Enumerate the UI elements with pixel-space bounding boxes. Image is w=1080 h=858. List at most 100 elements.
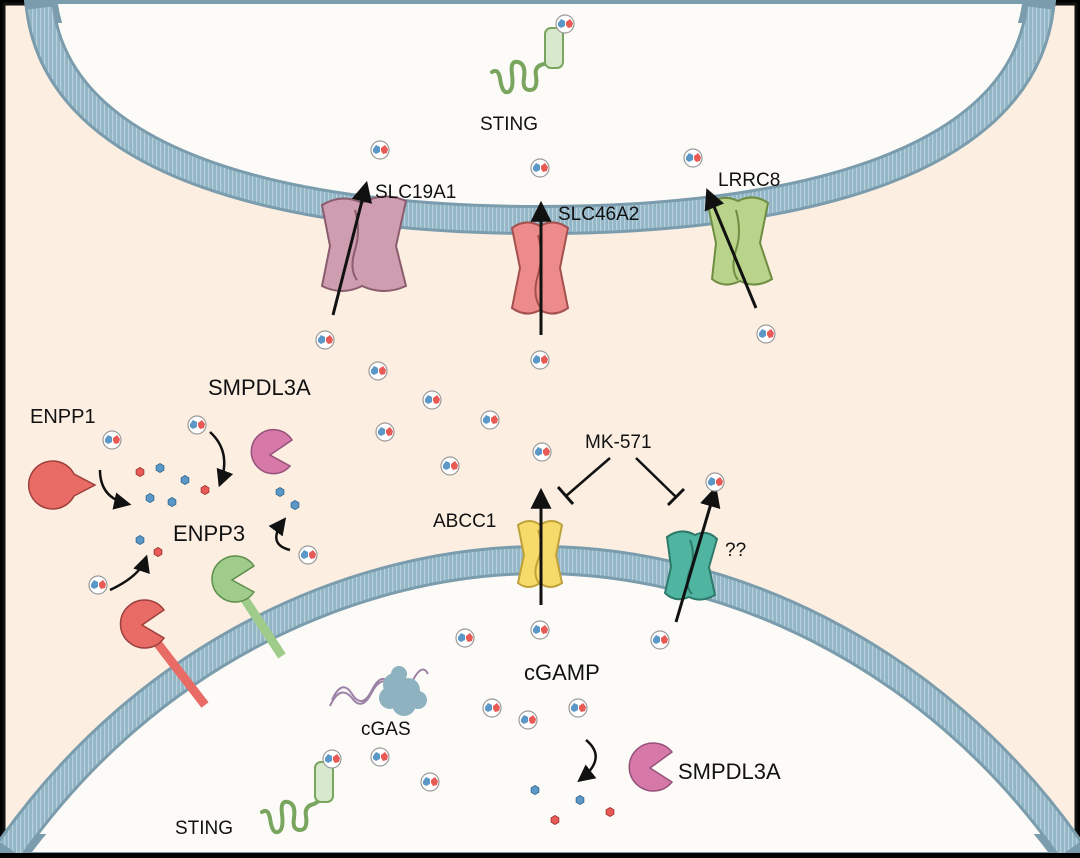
sting-top-tail-icon (490, 56, 556, 95)
cgamp-molecule-icon (482, 698, 502, 718)
smpdl3a-top-curve-arrow-icon (209, 431, 234, 488)
cgamp-molecule-icon (650, 630, 670, 650)
slc19a1-arrow-icon (331, 180, 373, 316)
smpdl3a-bottom-label: SMPDL3A (678, 759, 781, 784)
cgamp-molecule-icon (187, 415, 207, 435)
guanine-fragment-icon (550, 815, 560, 825)
cgamp-molecule-icon (705, 472, 725, 492)
cgamp-molecule-icon (422, 390, 442, 410)
cgamp-molecule-icon (375, 422, 395, 442)
cgamp-molecule-icon (102, 430, 122, 450)
guanine-fragment-icon (200, 485, 210, 495)
mk571-inhibitor: MK-571 (556, 432, 686, 507)
lrrc8-transporter: LRRC8 (704, 170, 780, 309)
sting-bottom: STING (175, 749, 342, 839)
enpp1-label: ENPP1 (30, 406, 96, 428)
mk571-inhibition-line-left (565, 457, 611, 497)
adenine-fragment-icon (290, 500, 300, 510)
lrrc8-pore (732, 209, 740, 281)
adenine-fragment-icon (155, 463, 165, 473)
cgamp-molecule-icon (568, 698, 588, 718)
transporter-channel-icon (320, 195, 408, 292)
smpdl3a-top-enzyme: SMPDL3A (208, 375, 311, 488)
bottom-cell-interior (32, 582, 1048, 852)
cgamp-molecule-icon (368, 361, 388, 381)
slc19a1-label: SLC19A1 (375, 182, 456, 203)
slc19a1-transporter: SLC19A1 (320, 180, 456, 316)
adenine-fragment-icon (575, 795, 585, 805)
top-cell-interior (58, 4, 1022, 198)
adenine-fragment-icon (180, 475, 190, 485)
unknown-transporter-arrow-icon (674, 485, 721, 623)
enzyme-pacman-icon (628, 742, 674, 792)
cgamp-molecule-icon (530, 158, 550, 178)
cgamp-molecule-icon (322, 749, 342, 769)
enzyme-pacman-icon (211, 555, 256, 603)
top-cell (23, 0, 1057, 236)
cgamp-molecule-icon (518, 710, 538, 730)
abcc1-transporter: ABCC1 (433, 487, 564, 605)
cgamp-fragments (135, 463, 615, 825)
cgamp-molecule-icon (756, 324, 776, 344)
cgamp-label: cGAMP (524, 660, 600, 685)
slc46a2-label: SLC46A2 (558, 204, 639, 225)
adenine-fragment-icon (275, 487, 285, 497)
transporter-channel-icon (706, 196, 774, 286)
smpdl3a-bottom-curve-arrow-icon (577, 739, 597, 783)
enpp3-stalk (236, 589, 286, 659)
cgamp-molecule-icon (370, 747, 390, 767)
adenine-fragment-icon (135, 535, 145, 545)
cgamp-molecule-icon (480, 410, 500, 430)
abcc1-label: ABCC1 (433, 511, 496, 532)
cgamp-molecule-icon (455, 628, 475, 648)
sting-bottom-label: STING (175, 818, 233, 839)
enzyme-pacman-icon (119, 599, 166, 649)
slc46a2-transporter: SLC46A2 (510, 200, 639, 335)
cgamp-molecules (88, 140, 776, 792)
unknown-transporter-label: ?? (725, 540, 746, 561)
guanine-fragment-icon (605, 807, 615, 817)
cgamp-molecule-icon (683, 148, 703, 168)
smpdl3a-bottom-enzyme: SMPDL3A (577, 739, 781, 792)
unknown-transporter: ?? (663, 485, 746, 623)
enzyme-pacman-icon (250, 428, 294, 475)
enpp3-curve-arrow-icon (268, 517, 291, 552)
inhibition-bar-icon (666, 487, 686, 507)
cgamp-molecule-icon (315, 330, 335, 350)
cgamp-molecule-icon (298, 545, 318, 565)
enpp3-enzyme: ENPP3 (173, 517, 291, 659)
cgas-label: cGAS (361, 719, 411, 740)
adenine-fragment-icon (145, 493, 155, 503)
guanine-fragment-icon (135, 467, 145, 477)
cgamp-molecule-icon (440, 456, 460, 476)
cgamp-molecule-icon (88, 575, 108, 595)
enpp1-curve-arrow-icon (98, 469, 132, 510)
sting-bottom-tail-icon (260, 796, 326, 835)
cgamp-molecule-icon (420, 772, 440, 792)
smpdl3a-top-label: SMPDL3A (208, 375, 311, 400)
mk571-inhibition-line-right (635, 457, 677, 498)
enpp1-membrane-curve-arrow-icon (109, 554, 150, 592)
enpp1-membrane-enzyme (109, 554, 209, 708)
inhibition-bar-icon (556, 486, 575, 505)
cgamp-molecule-icon (530, 350, 550, 370)
cgamp-molecule-icon (555, 14, 575, 34)
mk571-label: MK-571 (585, 432, 652, 453)
cgas-protein: cGAS (329, 666, 429, 740)
sting-top: STING (480, 14, 575, 135)
enzyme-pacman-icon (27, 460, 97, 510)
enpp3-label: ENPP3 (173, 521, 245, 546)
adenine-fragment-icon (530, 785, 540, 795)
enpp1-enzyme: ENPP1 (27, 406, 132, 510)
lrrc8-arrow-icon (704, 188, 758, 309)
sting-top-protein-icon (544, 27, 564, 69)
cgamp-molecule-icon (370, 140, 390, 160)
lrrc8-label: LRRC8 (718, 170, 780, 191)
cgamp-molecule-icon (532, 442, 552, 462)
sting-top-label: STING (480, 114, 538, 135)
enpp1-stalk (151, 637, 209, 708)
guanine-fragment-icon (153, 547, 163, 557)
adenine-fragment-icon (167, 497, 177, 507)
